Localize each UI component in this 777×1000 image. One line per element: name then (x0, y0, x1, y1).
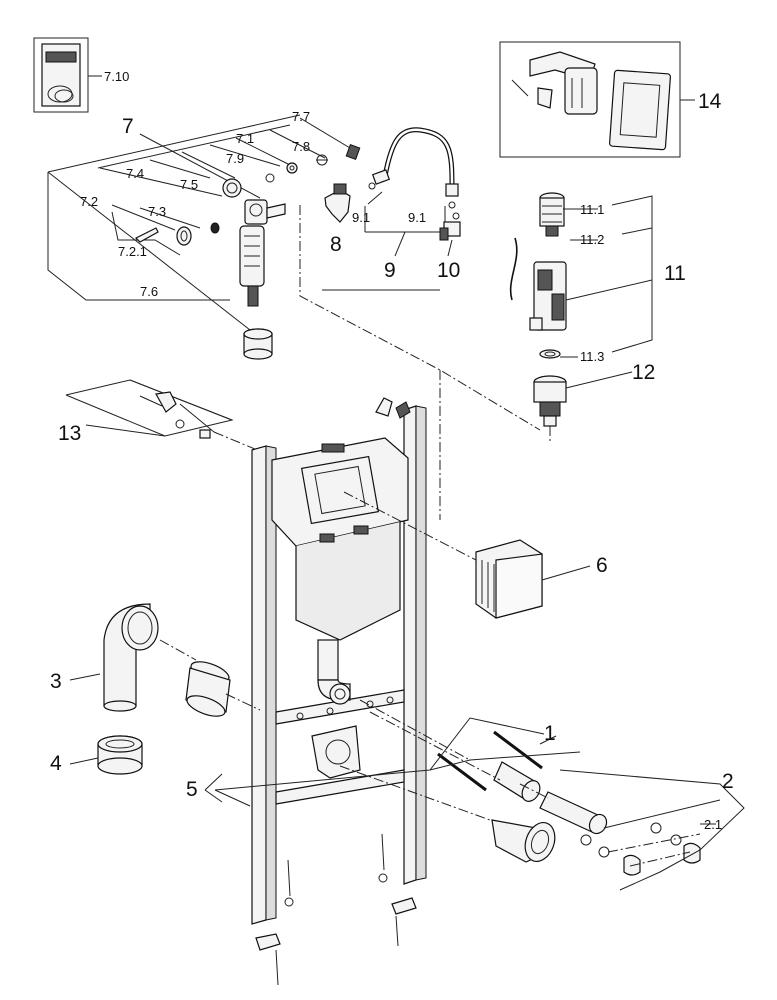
part-6-protection-box (343, 491, 591, 619)
part-11-flush-valve (529, 261, 567, 331)
valve-leader-lines (47, 114, 440, 331)
label-11-3: 11.3 (580, 349, 604, 364)
part-7-10-seal-kit (33, 37, 102, 113)
part-7-3-filter (176, 226, 192, 246)
flush-pipe-bend (317, 639, 351, 705)
part-2-connector-pipes (491, 761, 701, 876)
label-7-2: 7.2 (80, 194, 98, 209)
part-5-sleeve (159, 639, 261, 717)
label-2: 2 (722, 770, 734, 793)
label-7-2-1: 7.2.1 (118, 244, 147, 259)
part-7-fill-valve (239, 199, 286, 307)
label-7: 7 (122, 115, 134, 138)
label-7-7: 7.7 (292, 109, 310, 124)
part-11-1-float (539, 192, 565, 237)
label-1: 1 (544, 722, 556, 745)
part-11-3-seal (539, 349, 561, 359)
label-11: 11 (664, 262, 686, 285)
installation-frame (251, 397, 427, 925)
label-7-3: 7.3 (148, 204, 166, 219)
label-13: 13 (58, 422, 81, 445)
frame-feet (255, 833, 417, 986)
label-14: 14 (698, 90, 722, 113)
label-7-4: 7.4 (126, 166, 144, 181)
part-4-cap (69, 735, 143, 775)
part-3-pipe-bend (69, 603, 159, 712)
label-11-1: 11.1 (580, 202, 604, 217)
part-1-studs (437, 730, 557, 792)
part-7-5-ring (222, 178, 242, 198)
part-13-fixing-set (65, 379, 263, 453)
cistern (271, 437, 409, 641)
part-11-2-cable (509, 237, 518, 301)
label-7-6: 7.6 (140, 284, 158, 299)
part-7-9-small-parts (265, 144, 361, 183)
label-4: 4 (50, 752, 62, 775)
label-7-8: 7.8 (292, 139, 310, 154)
flush-valve-leader-lines (299, 195, 653, 520)
part-7-2-key (134, 227, 159, 243)
label-7-1: 7.1 (236, 131, 254, 146)
label-5: 5 (186, 778, 198, 801)
part-7-4-seal (210, 222, 220, 234)
part-8-bracket (324, 183, 351, 223)
part-10-angle-valve (439, 212, 461, 257)
label-12: 12 (632, 361, 655, 384)
label-8: 8 (330, 233, 342, 256)
part-12-outlet (533, 375, 567, 442)
label-11-2: 11.2 (580, 232, 604, 247)
label-9-1-left: 9.1 (352, 210, 370, 225)
label-9: 9 (384, 259, 396, 282)
label-7-9: 7.9 (226, 151, 244, 166)
label-6: 6 (596, 554, 608, 577)
part-14-actuator-kit (499, 41, 695, 158)
waste-bracket (311, 725, 361, 779)
label-2-1: 2.1 (704, 817, 722, 832)
part-7-6-sleeve (243, 328, 273, 360)
label-7-10: 7.10 (104, 69, 129, 84)
part-9-hose (364, 127, 459, 257)
label-10: 10 (437, 259, 460, 282)
label-7-5: 7.5 (180, 177, 198, 192)
label-3: 3 (50, 670, 62, 693)
lower-leader-lines (204, 699, 745, 891)
label-9-1-right: 9.1 (408, 210, 426, 225)
